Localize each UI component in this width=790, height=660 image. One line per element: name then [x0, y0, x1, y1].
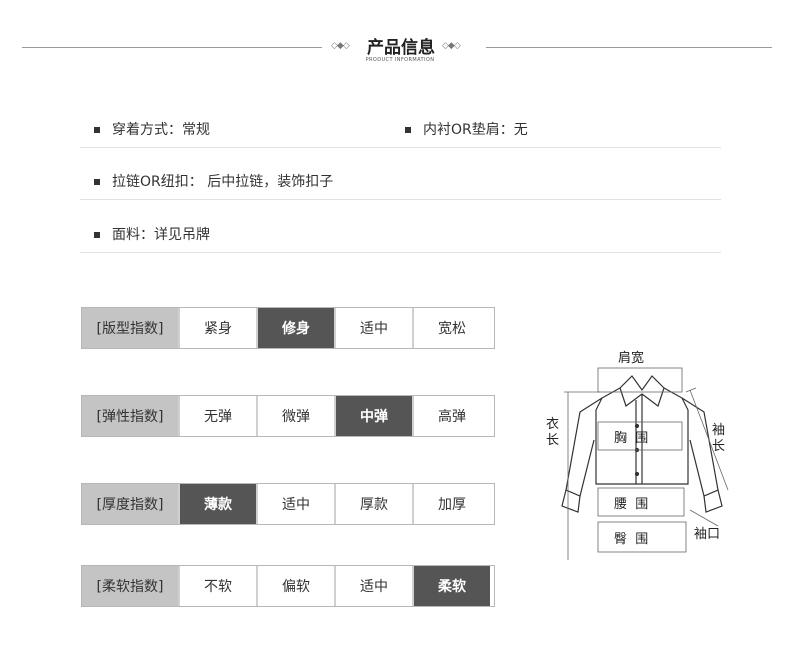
softness-index-table: [柔软指数] 不软 偏软 适中 柔软 [81, 565, 495, 607]
bullet-icon [94, 232, 100, 238]
softness-index-label: [柔软指数] [82, 566, 178, 606]
row-divider [80, 252, 721, 253]
header-ornament-right: ◇◆◇ [442, 41, 461, 51]
info-zipper: 拉链OR纽扣： 后中拉链，装饰扣子 [94, 171, 333, 191]
fit-option-slim: 修身 [256, 308, 334, 348]
fit-index-table: [版型指数] 紧身 修身 适中 宽松 [81, 307, 495, 349]
softness-option-slightly-soft: 偏软 [256, 566, 334, 606]
label-length-2: 长 [546, 433, 559, 448]
label-hip: 臀 围 [614, 532, 648, 547]
softness-option-soft: 柔软 [412, 566, 490, 606]
label-shoulder: 肩宽 [618, 350, 644, 366]
page-subtitle: PRODUCT INFORMATION [365, 57, 435, 63]
elasticity-option-slight: 微弹 [256, 396, 334, 436]
label-sleeve-1: 袖 [712, 423, 725, 438]
info-lining: 内衬OR垫肩：无 [405, 119, 528, 139]
elasticity-option-none: 无弹 [178, 396, 256, 436]
info-wear-style-text: 穿着方式：常规 [112, 122, 210, 138]
elasticity-option-medium: 中弹 [334, 396, 412, 436]
thickness-option-extra-thick: 加厚 [412, 484, 490, 524]
fit-option-regular: 适中 [334, 308, 412, 348]
thickness-index-table: [厚度指数] 薄款 适中 厚款 加厚 [81, 483, 495, 525]
header-divider-right [486, 47, 772, 48]
thickness-option-regular: 适中 [256, 484, 334, 524]
bullet-icon [94, 127, 100, 133]
label-length-1: 衣 [546, 416, 559, 432]
garment-measurement-diagram: 肩宽 衣 长 袖 长 胸 围 腰 围 臀 围 袖口 [540, 340, 740, 570]
row-divider [80, 147, 721, 148]
label-sleeve-2: 长 [712, 439, 725, 454]
jacket-outline-icon: 肩宽 衣 长 袖 长 胸 围 腰 围 臀 围 袖口 [546, 350, 729, 560]
label-chest: 胸 围 [614, 431, 648, 446]
info-lining-text: 内衬OR垫肩：无 [423, 122, 528, 138]
page-title: 产品信息 [367, 38, 435, 58]
thickness-index-label: [厚度指数] [82, 484, 178, 524]
header-ornament-left: ◇◆◇ [331, 41, 350, 51]
elasticity-index-label: [弹性指数] [82, 396, 178, 436]
fit-option-loose: 宽松 [412, 308, 490, 348]
elasticity-option-high: 高弹 [412, 396, 490, 436]
softness-option-regular: 适中 [334, 566, 412, 606]
thickness-option-thin: 薄款 [178, 484, 256, 524]
elasticity-index-table: [弹性指数] 无弹 微弹 中弹 高弹 [81, 395, 495, 437]
header-divider-left [22, 47, 322, 48]
bullet-icon [405, 127, 411, 133]
bullet-icon [94, 179, 100, 185]
label-waist: 腰 围 [614, 497, 648, 512]
info-zipper-text: 拉链OR纽扣： 后中拉链，装饰扣子 [112, 174, 334, 190]
thickness-option-thick: 厚款 [334, 484, 412, 524]
softness-option-not-soft: 不软 [178, 566, 256, 606]
info-wear-style: 穿着方式：常规 [94, 119, 210, 139]
info-fabric-text: 面料：详见吊牌 [112, 227, 210, 243]
row-divider [80, 199, 721, 200]
fit-option-tight: 紧身 [178, 308, 256, 348]
fit-index-label: [版型指数] [82, 308, 178, 348]
info-fabric: 面料：详见吊牌 [94, 224, 210, 244]
label-cuff: 袖口 [694, 527, 720, 542]
